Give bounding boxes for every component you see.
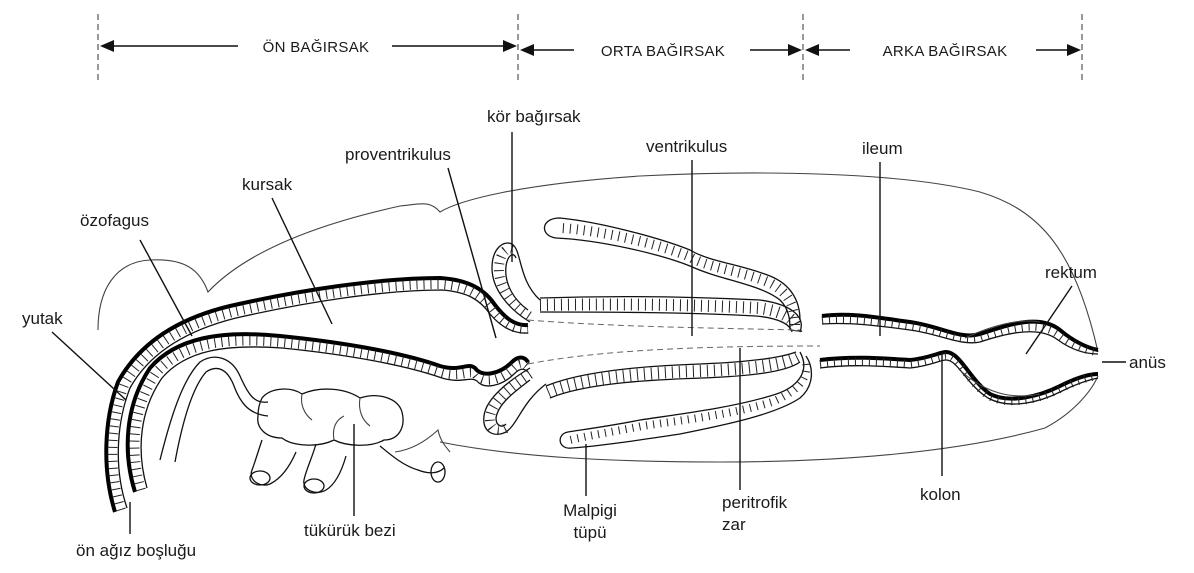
label-on-agiz-boslugu: ön ağız boşluğu	[76, 541, 196, 560]
foregut-upper-wall-hatch	[112, 284, 528, 510]
salivary-reservoir-2	[304, 444, 346, 492]
salivary-gland	[160, 357, 445, 493]
midgut-arrowhead-left	[520, 44, 534, 56]
salivary-reservoir-3	[380, 446, 444, 473]
salivary-reservoir-1-end	[250, 471, 270, 485]
ventriculus-lower-inner	[550, 362, 800, 398]
malpighian-tubule-hatch	[570, 364, 806, 440]
leader-line-yutak	[52, 332, 126, 400]
gut-section-header: ÖN BAĞIRSAK ORTA BAĞIRSAK ARKA BAĞIRSAK	[98, 14, 1082, 80]
label-yutak: yutak	[22, 309, 63, 328]
leader-line-ozofagus	[140, 240, 192, 336]
hindgut-lower-wall-inner	[820, 360, 1098, 404]
foregut-lower-wall-outer	[128, 334, 528, 492]
body-outline-ventral-notch	[395, 430, 450, 452]
ventriculus-upper-hatch	[540, 304, 796, 332]
label-ventrikulus: ventrikulus	[646, 137, 727, 156]
label-ozofagus: özofagus	[80, 211, 149, 230]
label-malpigi-line1: Malpigi	[563, 501, 617, 520]
hindgut-lower-hatch	[820, 356, 1098, 401]
leader-lines	[52, 132, 1126, 534]
ventriculus-upper-inner	[540, 312, 792, 332]
salivary-duct-inner	[175, 368, 268, 462]
peritrophic-membrane-upper	[528, 320, 800, 330]
label-ileum: ileum	[862, 139, 903, 158]
label-anus: anüs	[1129, 353, 1166, 372]
hindgut-arrowhead-right	[1067, 44, 1081, 56]
gastric-caecum-upper-inner	[506, 255, 528, 310]
foregut-lower-wall-hatch	[134, 341, 528, 490]
label-proventrikulus: proventrikulus	[345, 145, 451, 164]
label-tukuruk-bezi: tükürük bezi	[304, 521, 396, 540]
hindgut-arrowhead-left	[805, 44, 819, 56]
foregut-arrowhead-right	[503, 40, 517, 52]
salivary-gland-lobe	[258, 389, 403, 445]
gastric-caeca	[484, 243, 546, 434]
structure-labels: yutak özofagus kursak proventrikulus kör…	[22, 107, 1166, 560]
body-outline-lower	[440, 376, 1098, 462]
ventriculus-lower-outer	[546, 352, 796, 386]
label-rektum: rektum	[1045, 263, 1097, 282]
body-outline	[98, 173, 1098, 462]
foregut-upper-wall-outer	[106, 278, 528, 512]
label-kolon: kolon	[920, 485, 961, 504]
ventriculus	[528, 218, 820, 448]
label-kor-bagirsak: kör bağırsak	[487, 107, 581, 126]
gastric-caecum-lower-outer	[484, 368, 546, 434]
salivary-reservoir-2-end	[304, 479, 324, 493]
foregut-tube	[106, 278, 528, 512]
label-malpigi-line2: tüpü	[573, 523, 606, 542]
body-outline-upper	[98, 173, 1098, 352]
leader-line-proventrikulus	[448, 168, 496, 338]
salivary-gland-lobe-detail	[301, 394, 370, 440]
midgut-section-label: ORTA BAĞIRSAK	[601, 43, 725, 60]
midgut-arrowhead-right	[788, 44, 802, 56]
label-peritrofik-line2: zar	[722, 515, 746, 534]
hindgut-section-label: ARKA BAĞIRSAK	[883, 43, 1008, 60]
label-kursak: kursak	[242, 175, 293, 194]
foregut-arrowhead-left	[100, 40, 114, 52]
hindgut-tube	[820, 315, 1098, 404]
foregut-section-label: ÖN BAĞIRSAK	[263, 38, 370, 56]
salivary-duct-outer	[160, 357, 268, 460]
hindgut-lower-wall	[820, 352, 1098, 399]
label-peritrofik-line1: peritrofik	[722, 493, 788, 512]
gastric-caecum-upper-hatch	[499, 249, 529, 316]
salivary-reservoir-1	[251, 440, 296, 485]
